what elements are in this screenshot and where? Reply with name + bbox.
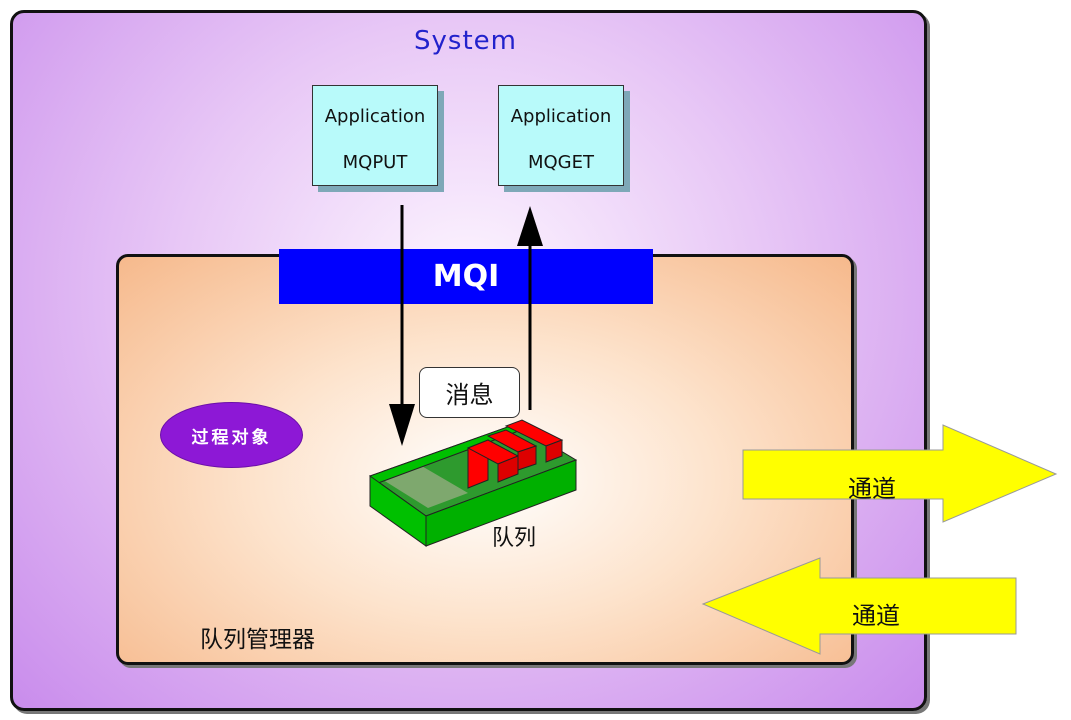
application-label: Application [324,106,426,127]
queue-manager-label: 队列管理器 [200,627,315,653]
channel-outbound-label: 通道 [848,475,896,503]
channel-outbound-arrow [742,424,1058,523]
channel-inbound-arrow [701,557,1017,655]
message-cards [466,419,564,489]
channel-inbound-label: 通道 [852,602,900,630]
mqget-label: MQGET [527,152,594,173]
application-label: Application [510,106,612,127]
message-label: 消息 [445,381,494,409]
process-object-label: 过程对象 [191,427,272,448]
mqput-label: MQPUT [342,152,408,173]
mqi-bar: MQI [279,249,653,304]
queue-label: 队列 [492,526,537,551]
mqi-label: MQI [432,259,500,294]
mqput-down-arrow [389,205,415,446]
application-mqget-box: Application MQGET [498,85,624,186]
mqget-up-arrow [517,206,543,410]
system-title: System [414,26,517,56]
message-bubble: 消息 [419,367,520,418]
application-mqput-box: Application MQPUT [312,85,438,186]
process-object-ellipse: 过程对象 [160,402,303,468]
queue-tray-icon [368,419,578,547]
